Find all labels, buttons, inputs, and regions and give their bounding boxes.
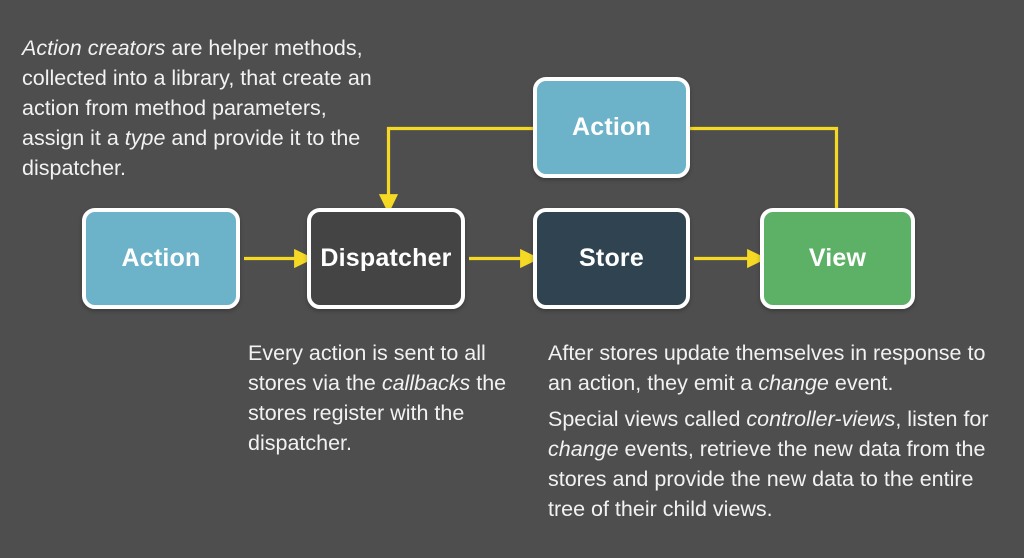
caption-view: Special views called controller-views, l…	[548, 404, 1003, 524]
caption-text: events, retrieve the new data from the s…	[548, 437, 986, 521]
node-view[interactable]: View	[760, 208, 915, 309]
caption-text: are helper methods, collected into a lib…	[22, 36, 372, 150]
caption-text: and provide it to the dispatcher.	[22, 126, 361, 180]
caption-emphasis: type	[124, 126, 166, 150]
node-label: View	[808, 244, 867, 272]
caption-text: , listen for	[895, 407, 989, 431]
caption-text: the stores register with the dispatcher.	[248, 371, 507, 455]
caption-emphasis: change	[758, 371, 829, 395]
caption-action-creators: Action creators are helper methods, coll…	[22, 33, 382, 183]
node-label: Store	[579, 244, 644, 272]
caption-text: Every action is sent to all stores via t…	[248, 341, 486, 395]
caption-text: After stores update themselves in respon…	[548, 341, 986, 395]
node-action-top[interactable]: Action	[533, 77, 690, 178]
caption-text: event.	[828, 371, 894, 395]
node-store[interactable]: Store	[533, 208, 690, 309]
node-action-left[interactable]: Action	[82, 208, 240, 309]
node-dispatcher[interactable]: Dispatcher	[307, 208, 465, 309]
caption-emphasis: Action creators	[22, 36, 166, 60]
caption-emphasis: controller-views	[746, 407, 896, 431]
node-label: Dispatcher	[320, 244, 452, 272]
caption-dispatcher: Every action is sent to all stores via t…	[248, 338, 520, 458]
caption-text: Special views called	[548, 407, 747, 431]
node-label: Action	[572, 113, 651, 141]
caption-emphasis: callbacks	[381, 371, 471, 395]
caption-store: After stores update themselves in respon…	[548, 338, 1003, 398]
edge-view-to-action-top	[690, 126, 839, 208]
node-label: Action	[121, 244, 201, 272]
caption-emphasis: change	[548, 437, 619, 461]
edge-action-top-to-dispatcher	[378, 126, 533, 214]
